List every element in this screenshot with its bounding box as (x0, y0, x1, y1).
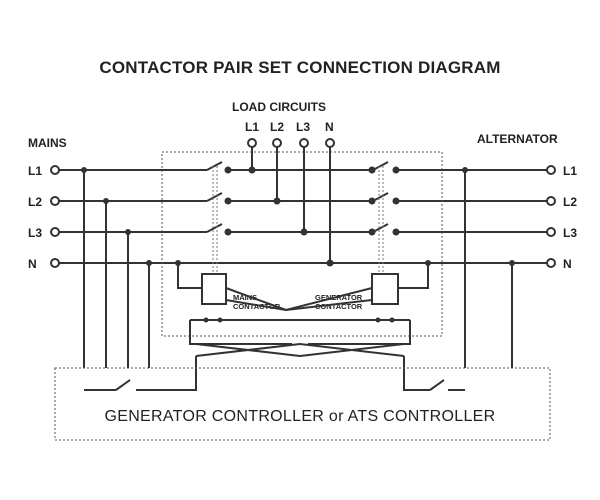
ctrl-relay-left-blade (115, 379, 131, 391)
controller-enclosure (54, 367, 551, 441)
cross-wire-a (195, 343, 405, 358)
aux-right-loop (308, 320, 411, 345)
mains-label: MAINS (28, 136, 67, 150)
alt-l3-terminal (546, 227, 556, 237)
load-l3-label: L3 (296, 120, 311, 134)
load-l2-label: L2 (270, 120, 285, 134)
contactor-enclosure (161, 151, 443, 337)
cross-wire-b (195, 342, 405, 357)
load-l3-terminal (299, 138, 309, 148)
mains-switch-l2 (206, 192, 223, 202)
mains-coil-feed (177, 263, 202, 289)
alternator-label: ALTERNATOR (477, 132, 558, 146)
mains-l1-terminal (50, 165, 60, 175)
mains-n-terminal (50, 258, 60, 268)
gen-switch-l3 (372, 223, 389, 233)
diagram-title: CONTACTOR PAIR SET CONNECTION DIAGRAM (99, 58, 501, 77)
alt-n-label: N (563, 257, 572, 271)
aux-left-loop (189, 320, 292, 345)
interlock-cross-a (225, 287, 373, 312)
alt-l2-terminal (546, 196, 556, 206)
gen-switch-l1 (372, 161, 389, 171)
alt-l2-label: L2 (563, 195, 578, 209)
alt-n-terminal (546, 258, 556, 268)
gen-switch-l2 (372, 192, 389, 202)
load-n-label: N (325, 120, 334, 134)
interlock-cross-b (225, 299, 373, 312)
gen-coil-feed (398, 263, 429, 289)
load-n-terminal (325, 138, 335, 148)
load-circuits-label: LOAD CIRCUITS (232, 100, 326, 114)
ctrl-left-wire (178, 356, 197, 391)
mains-switch-l3 (206, 223, 223, 233)
mains-l3-terminal (50, 227, 60, 237)
mains-l2-terminal (50, 196, 60, 206)
ctrl-relay-right-blade (429, 379, 445, 391)
controller-label: GENERATOR CONTROLLER or ATS CONTROLLER (104, 408, 496, 425)
mains-n-label: N (28, 257, 37, 271)
load-l2-terminal (272, 138, 282, 148)
mains-contactor-coil (201, 273, 227, 305)
alt-l1-label: L1 (563, 164, 578, 178)
load-l1-label: L1 (245, 120, 260, 134)
mains-switch-l1 (206, 161, 223, 171)
mains-l2-label: L2 (28, 195, 43, 209)
alt-l3-label: L3 (563, 226, 578, 240)
alt-l1-terminal (546, 165, 556, 175)
generator-contactor-coil (371, 273, 399, 305)
ctrl-right-wire (403, 356, 420, 391)
mains-l1-label: L1 (28, 164, 43, 178)
mains-l3-label: L3 (28, 226, 43, 240)
load-l1-terminal (247, 138, 257, 148)
